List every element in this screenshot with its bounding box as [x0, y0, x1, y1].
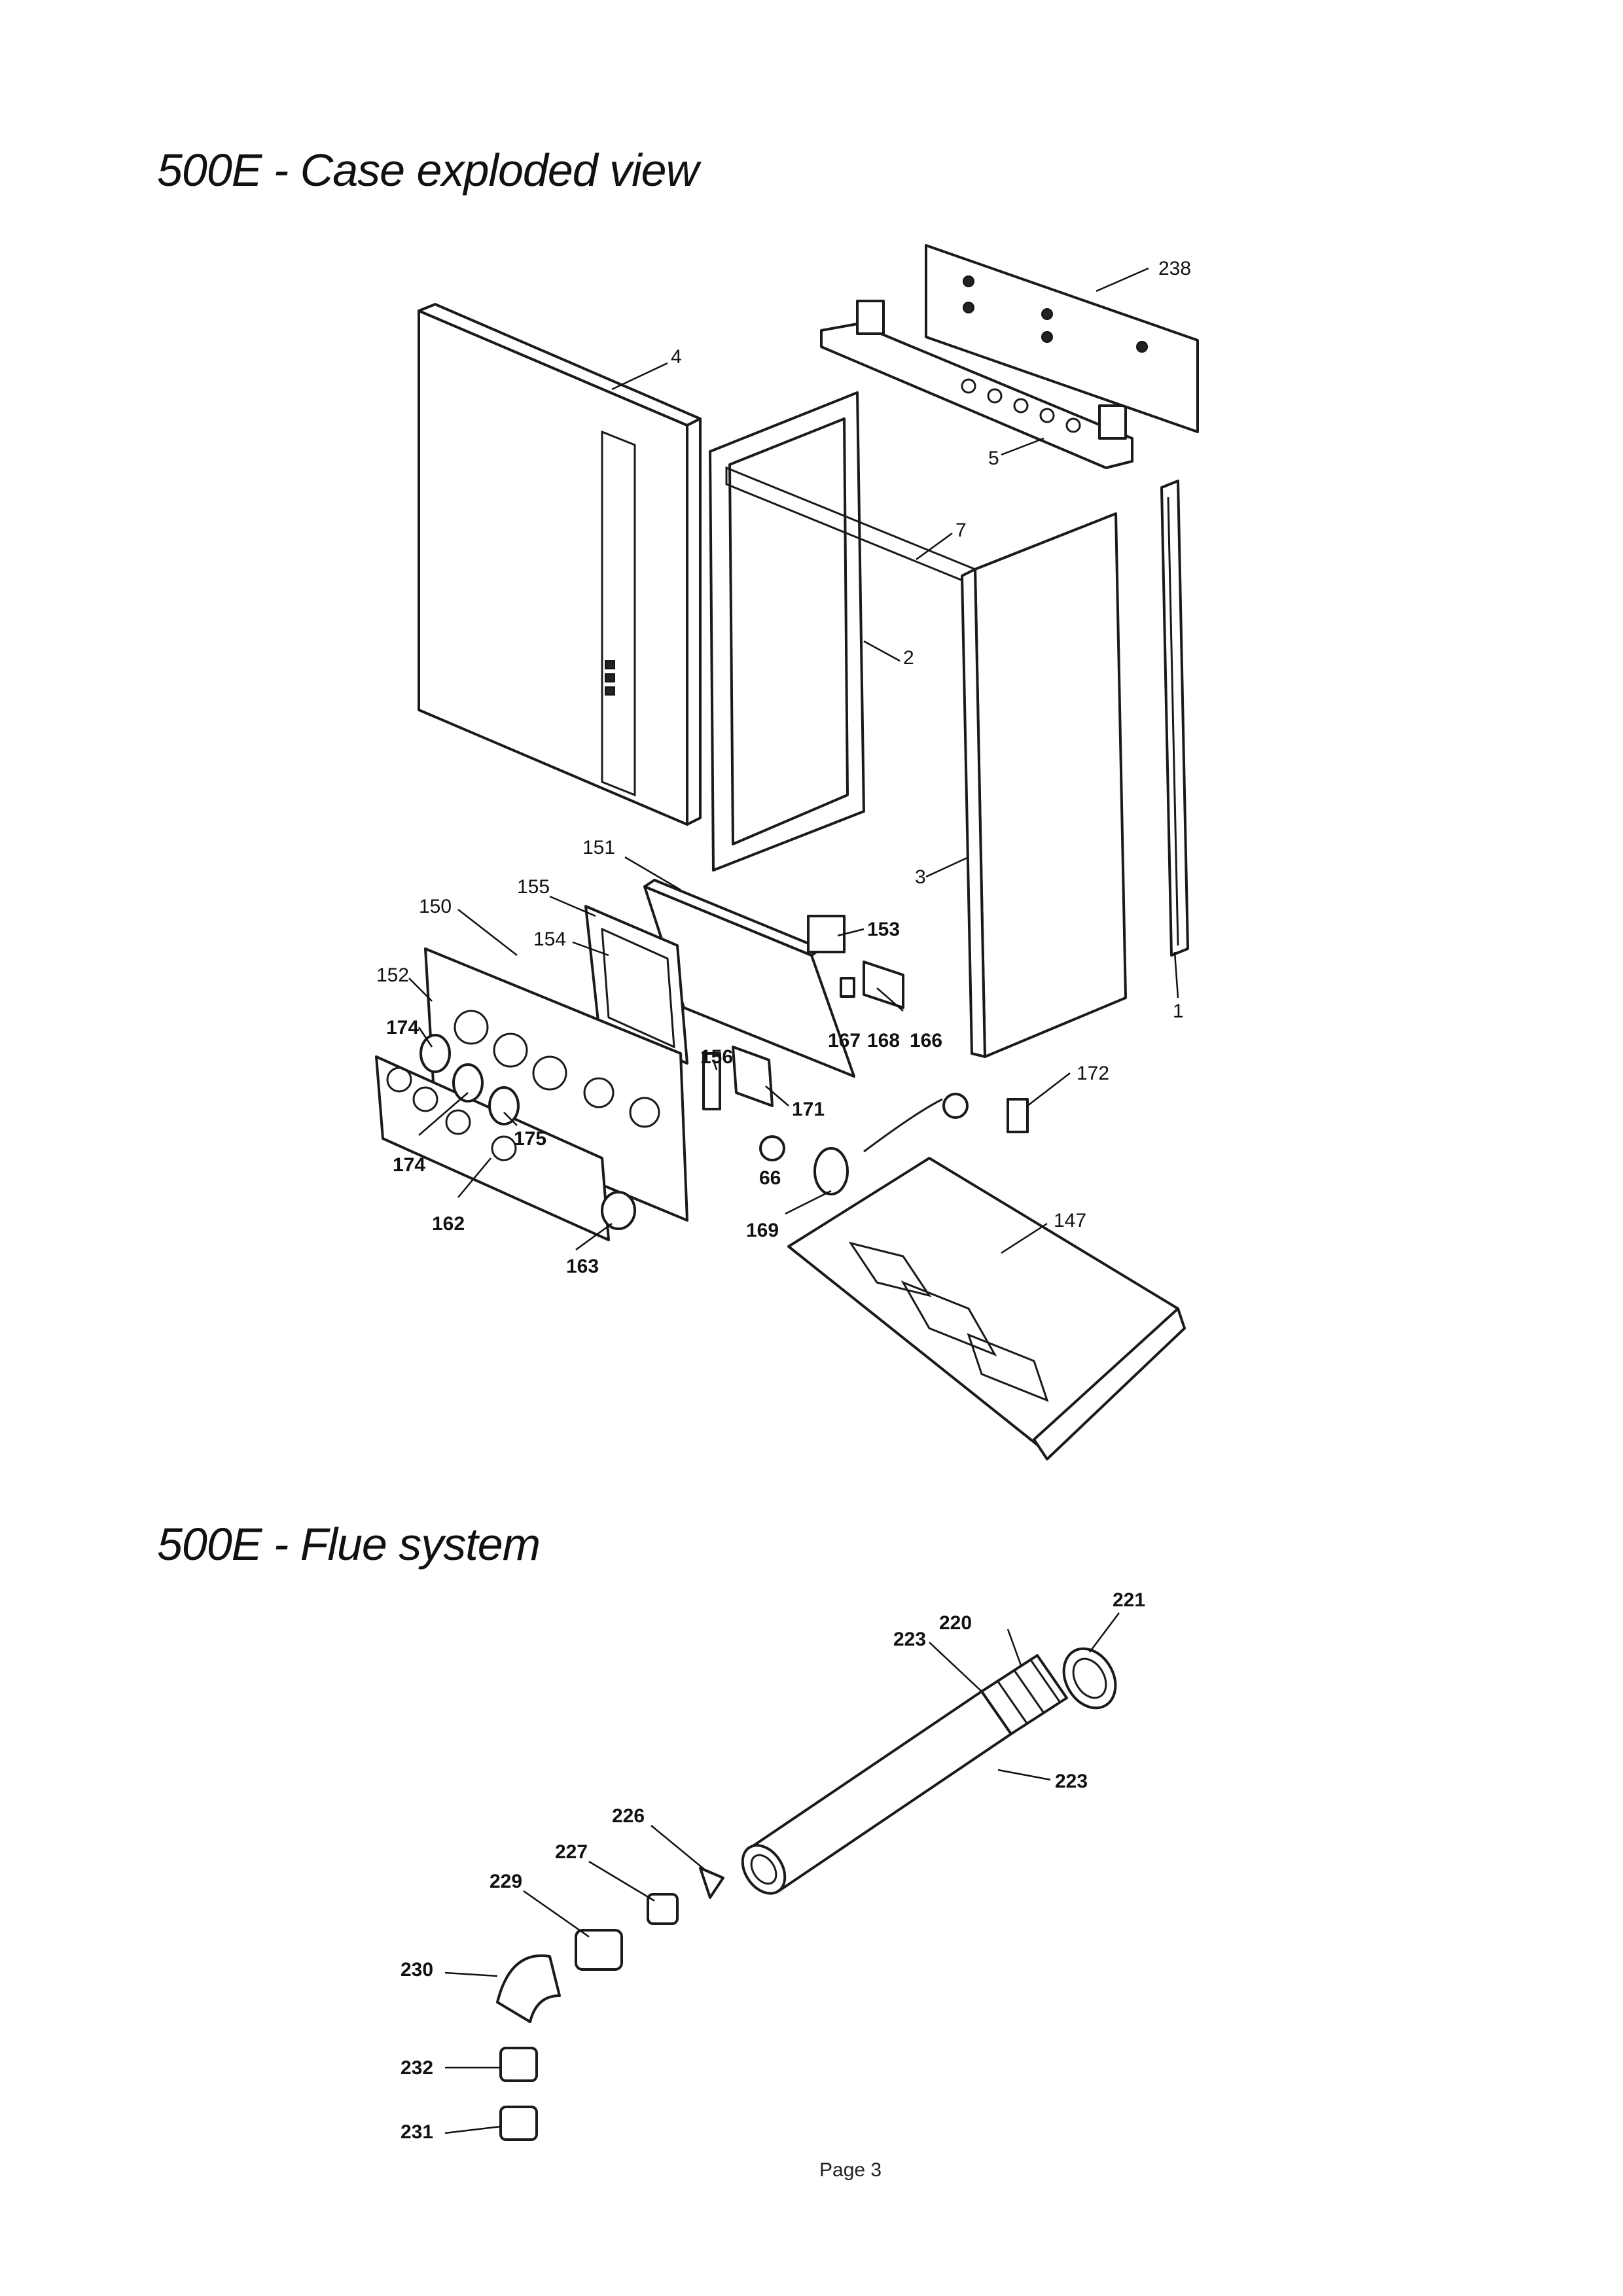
flue-leader-lines	[444, 1612, 1120, 2134]
label-7: 7	[955, 520, 967, 541]
label-238: 238	[1158, 258, 1191, 279]
label-232: 232	[401, 2057, 433, 2079]
label-229: 229	[490, 1871, 522, 1892]
case-leader-lines	[408, 267, 1179, 1254]
label-221: 221	[1113, 1589, 1145, 1611]
label-150: 150	[419, 896, 452, 917]
label-162: 162	[432, 1213, 465, 1235]
label-154: 154	[533, 928, 566, 950]
label-147: 147	[1054, 1210, 1086, 1231]
label-231: 231	[401, 2121, 433, 2143]
side-panel-left	[1160, 480, 1189, 957]
label-166: 166	[910, 1030, 942, 1051]
flue-terminal	[980, 1654, 1068, 1735]
label-223-upper: 223	[893, 1629, 926, 1650]
flue-clamp	[647, 1893, 679, 1925]
flue-seal-ring	[1062, 1647, 1117, 1710]
page-number: Page 3	[819, 2159, 882, 2181]
label-151: 151	[582, 837, 615, 858]
label-167: 167	[828, 1030, 861, 1051]
label-169: 169	[746, 1220, 779, 1241]
label-155: 155	[517, 876, 550, 898]
control-knobs	[419, 1034, 520, 1125]
label-66: 66	[759, 1167, 781, 1189]
label-175: 175	[514, 1128, 546, 1150]
label-172: 172	[1077, 1063, 1109, 1084]
case-part-labels: 238 4 5 7 2 3 1 151 155 150 154 152 153 …	[376, 258, 1191, 1277]
label-163: 163	[566, 1256, 599, 1277]
flue-sleeve	[575, 1929, 623, 1971]
front-cover-panel	[418, 303, 702, 826]
label-156: 156	[700, 1046, 733, 1068]
label-223-lower: 223	[1055, 1771, 1088, 1792]
side-panel-right	[961, 512, 1127, 1058]
flue-adaptor	[499, 2106, 538, 2141]
label-2: 2	[903, 647, 914, 669]
top-bracket	[820, 300, 1133, 469]
label-168: 168	[867, 1030, 900, 1051]
label-174-lower: 174	[393, 1154, 425, 1176]
case-exploded-view-diagram: 238 4 5 7 2 3 1 151 155 150 154 152 153 …	[375, 244, 1199, 1460]
back-frame	[709, 391, 976, 872]
label-171: 171	[792, 1099, 825, 1120]
label-5: 5	[988, 448, 999, 469]
label-174-upper: 174	[386, 1017, 419, 1038]
label-1: 1	[1173, 1000, 1184, 1022]
base-tray	[787, 1157, 1186, 1460]
flue-connector	[499, 2047, 538, 2082]
label-152: 152	[376, 964, 409, 986]
label-230: 230	[401, 1959, 433, 1981]
fascia-label-plate	[375, 1055, 610, 1241]
flue-system-title: 500E - Flue system	[157, 1519, 541, 1570]
small-components	[601, 915, 1029, 1230]
case-exploded-view-title: 500E - Case exploded view	[157, 145, 699, 196]
flue-gasket	[699, 1867, 724, 1899]
label-3: 3	[915, 866, 926, 888]
label-226: 226	[612, 1805, 645, 1827]
flue-system-diagram: 221 220 223 223 226 227 229 230 232 231	[401, 1589, 1145, 2143]
wall-mounting-plate	[925, 244, 1199, 433]
label-153: 153	[867, 919, 900, 940]
flue-elbow	[496, 1954, 561, 2023]
flue-pipe	[741, 1690, 1012, 1895]
flue-part-labels: 221 220 223 223 226 227 229 230 232 231	[401, 1589, 1145, 2143]
label-220: 220	[939, 1612, 972, 1634]
label-4: 4	[671, 346, 682, 368]
label-227: 227	[555, 1841, 588, 1863]
